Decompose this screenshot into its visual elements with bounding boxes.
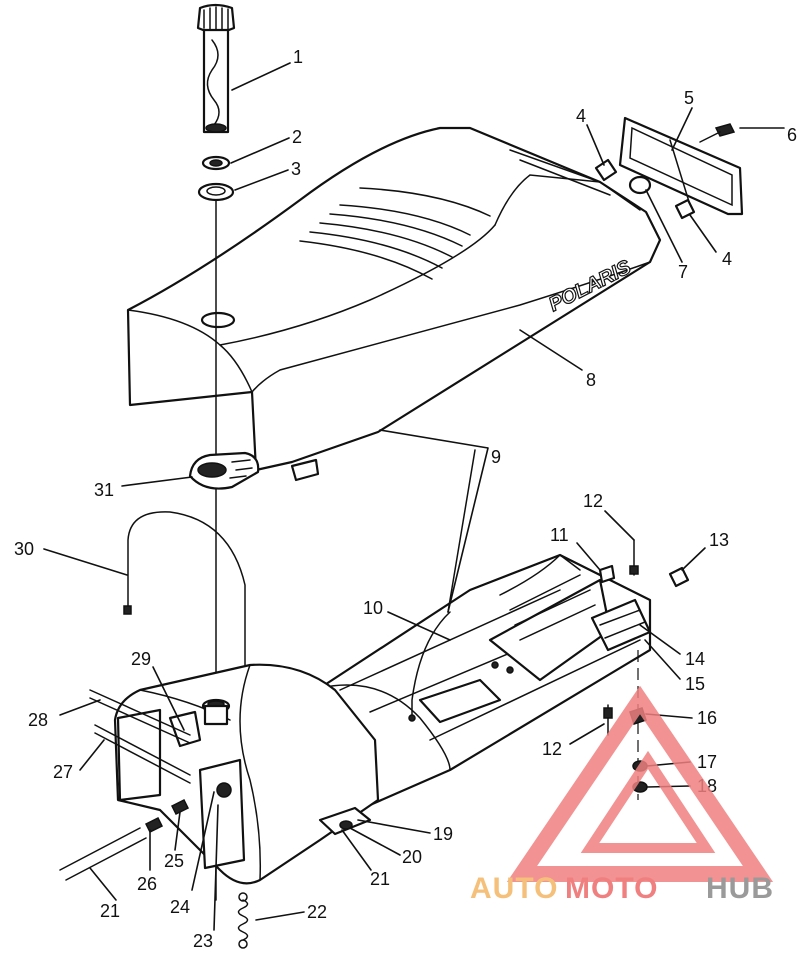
watermark-text-moto: MOTO xyxy=(565,872,658,905)
callout-21a: 21 xyxy=(100,901,120,921)
callout-22: 22 xyxy=(307,902,327,922)
callout-12b: 12 xyxy=(542,739,562,759)
callout-28: 28 xyxy=(28,710,48,730)
callout-24: 24 xyxy=(170,897,190,917)
callout-25: 25 xyxy=(164,851,184,871)
callout-20: 20 xyxy=(402,847,422,867)
automotohub-watermark: AUTO MOTO HUB xyxy=(470,685,774,905)
watermark-text-hub: HUB xyxy=(706,872,774,905)
fuel-tank xyxy=(113,663,380,885)
callout-29: 29 xyxy=(131,649,151,669)
callout-11: 11 xyxy=(550,525,569,545)
callout-13: 13 xyxy=(709,530,729,550)
watermark-triangle-logo xyxy=(506,685,774,882)
spring-22 xyxy=(237,892,249,949)
callout-27: 27 xyxy=(53,762,73,782)
callout-4b: 4 xyxy=(722,249,732,269)
callout-15: 15 xyxy=(685,674,705,694)
callout-26: 26 xyxy=(137,874,157,894)
tail-light-assembly xyxy=(594,116,744,220)
callout-21b: 21 xyxy=(370,869,390,889)
fuel-lines xyxy=(59,689,191,881)
callout-1: 1 xyxy=(293,47,303,67)
fuel-cap-assembly xyxy=(196,3,236,202)
seat-cover-assembly: POLARIS xyxy=(126,126,662,482)
tank-gasket xyxy=(188,451,260,490)
callout-14: 14 xyxy=(685,649,705,669)
callout-9: 9 xyxy=(491,447,501,467)
bracket-19-20 xyxy=(318,806,372,836)
leader-lines xyxy=(43,62,785,931)
callout-2: 2 xyxy=(292,127,302,147)
callout-16: 16 xyxy=(697,708,717,728)
callout-3: 3 xyxy=(291,159,301,179)
callout-10: 10 xyxy=(363,598,383,618)
watermark-text-auto: AUTO xyxy=(470,872,558,905)
callout-23: 23 xyxy=(193,931,213,951)
callout-30: 30 xyxy=(14,539,34,559)
callout-4a: 4 xyxy=(576,106,586,126)
callout-19: 19 xyxy=(433,824,453,844)
callout-12a: 12 xyxy=(583,491,603,511)
callout-17: 17 xyxy=(697,752,717,772)
callout-8: 8 xyxy=(586,370,596,390)
callout-5: 5 xyxy=(684,88,694,108)
callout-7: 7 xyxy=(678,262,688,282)
callout-31: 31 xyxy=(94,480,114,500)
callout-6: 6 xyxy=(787,125,797,145)
cable-9-10 xyxy=(408,449,476,722)
callout-labels: 1 2 3 4 4 5 6 7 8 9 10 11 12 12 13 14 15… xyxy=(14,47,797,951)
